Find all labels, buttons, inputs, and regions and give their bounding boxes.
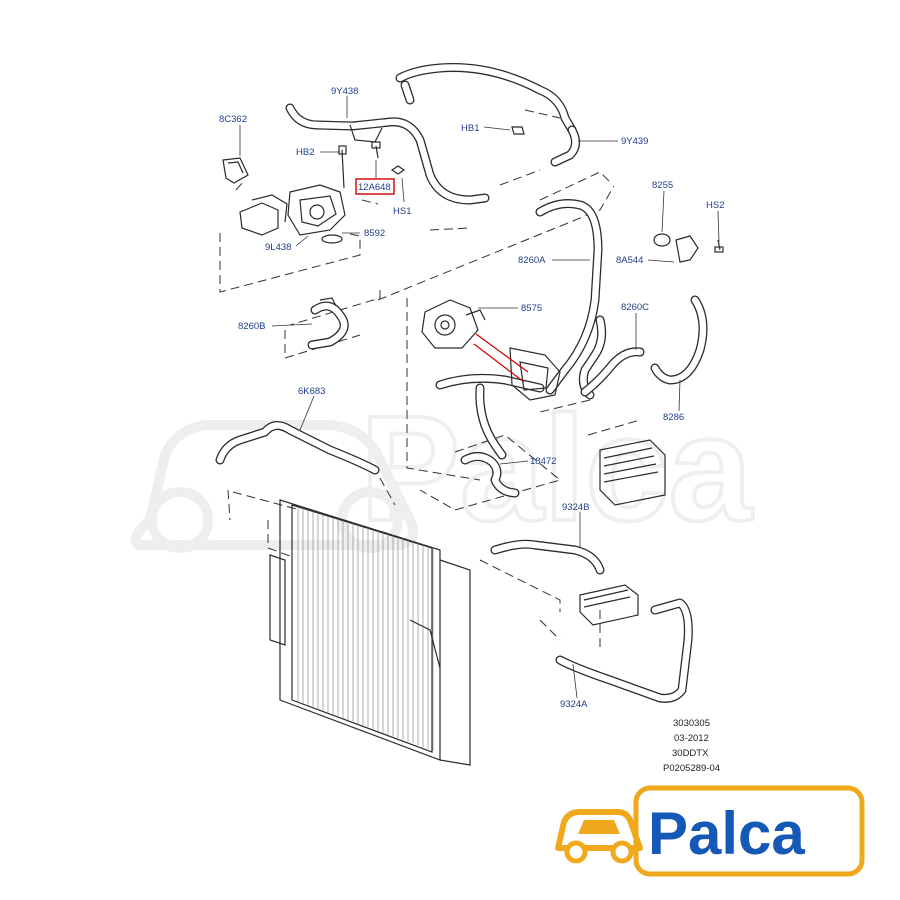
part-labels: 9Y438 8C362 HB2 12A648 HS1 HB1 9Y439 9L4… <box>219 86 724 710</box>
label-8260b: 8260B <box>238 321 265 332</box>
hose-9324a <box>555 598 693 703</box>
water-pump-8575 <box>421 299 486 349</box>
hose-8260c <box>580 347 645 397</box>
hose-9324b <box>490 539 605 575</box>
label-8260c: 8260C <box>621 302 649 313</box>
hose-8286 <box>650 295 708 385</box>
watermark-text: Palca <box>360 384 754 552</box>
label-6k683: 6K683 <box>298 386 325 397</box>
hose-6k683 <box>215 421 380 475</box>
label-8260a: 8260A <box>518 255 546 266</box>
label-9324a: 9324A <box>560 699 588 710</box>
leader-lines <box>239 96 720 699</box>
reference-date: 03-2012 <box>674 733 709 744</box>
palca-logo: Palca <box>555 785 865 877</box>
label-8575: 8575 <box>521 303 542 314</box>
label-9y439: 9Y439 <box>621 136 648 147</box>
reference-code: P0205289-04 <box>663 763 720 774</box>
hose-8260a <box>535 199 607 400</box>
label-9l438: 9L438 <box>265 242 291 253</box>
label-8286: 8286 <box>663 412 684 423</box>
label-9324b: 9324B <box>562 502 589 513</box>
label-8255: 8255 <box>652 180 673 191</box>
logo-text: Palca <box>648 800 805 867</box>
label-hs2: HS2 <box>706 200 724 211</box>
group-outlines <box>219 109 641 650</box>
reference-number: 3030305 <box>673 718 710 729</box>
upper-hoses <box>285 63 580 205</box>
label-8c362: 8C362 <box>219 114 247 125</box>
oil-cooler <box>579 439 666 626</box>
label-hs1: HS1 <box>393 206 411 217</box>
hose-8260b <box>307 297 349 350</box>
label-12a648: 12A648 <box>358 182 391 193</box>
label-9y438: 9Y438 <box>331 86 358 97</box>
thermostat-housing <box>222 145 347 244</box>
label-8a544: 8A544 <box>616 255 643 266</box>
label-18472: 18472 <box>530 456 556 467</box>
label-hb2: HB2 <box>296 147 314 158</box>
palca-watermark: Palca <box>130 382 756 554</box>
hose-18472 <box>460 452 520 498</box>
label-hb1: HB1 <box>461 123 479 134</box>
coolant-manifold <box>435 347 561 460</box>
diagram-reference: 3030305 03-2012 30DDTX P0205289-04 <box>663 718 720 774</box>
highlight-leaders <box>473 333 529 383</box>
reference-engine: 30DDTX <box>672 748 709 759</box>
logo-car-icon <box>555 809 643 864</box>
highlight-box-12a648 <box>355 178 395 195</box>
logo-frame <box>633 785 865 877</box>
bracket-8a544 <box>653 233 724 263</box>
radiator <box>269 499 471 766</box>
label-8592: 8592 <box>364 228 385 239</box>
